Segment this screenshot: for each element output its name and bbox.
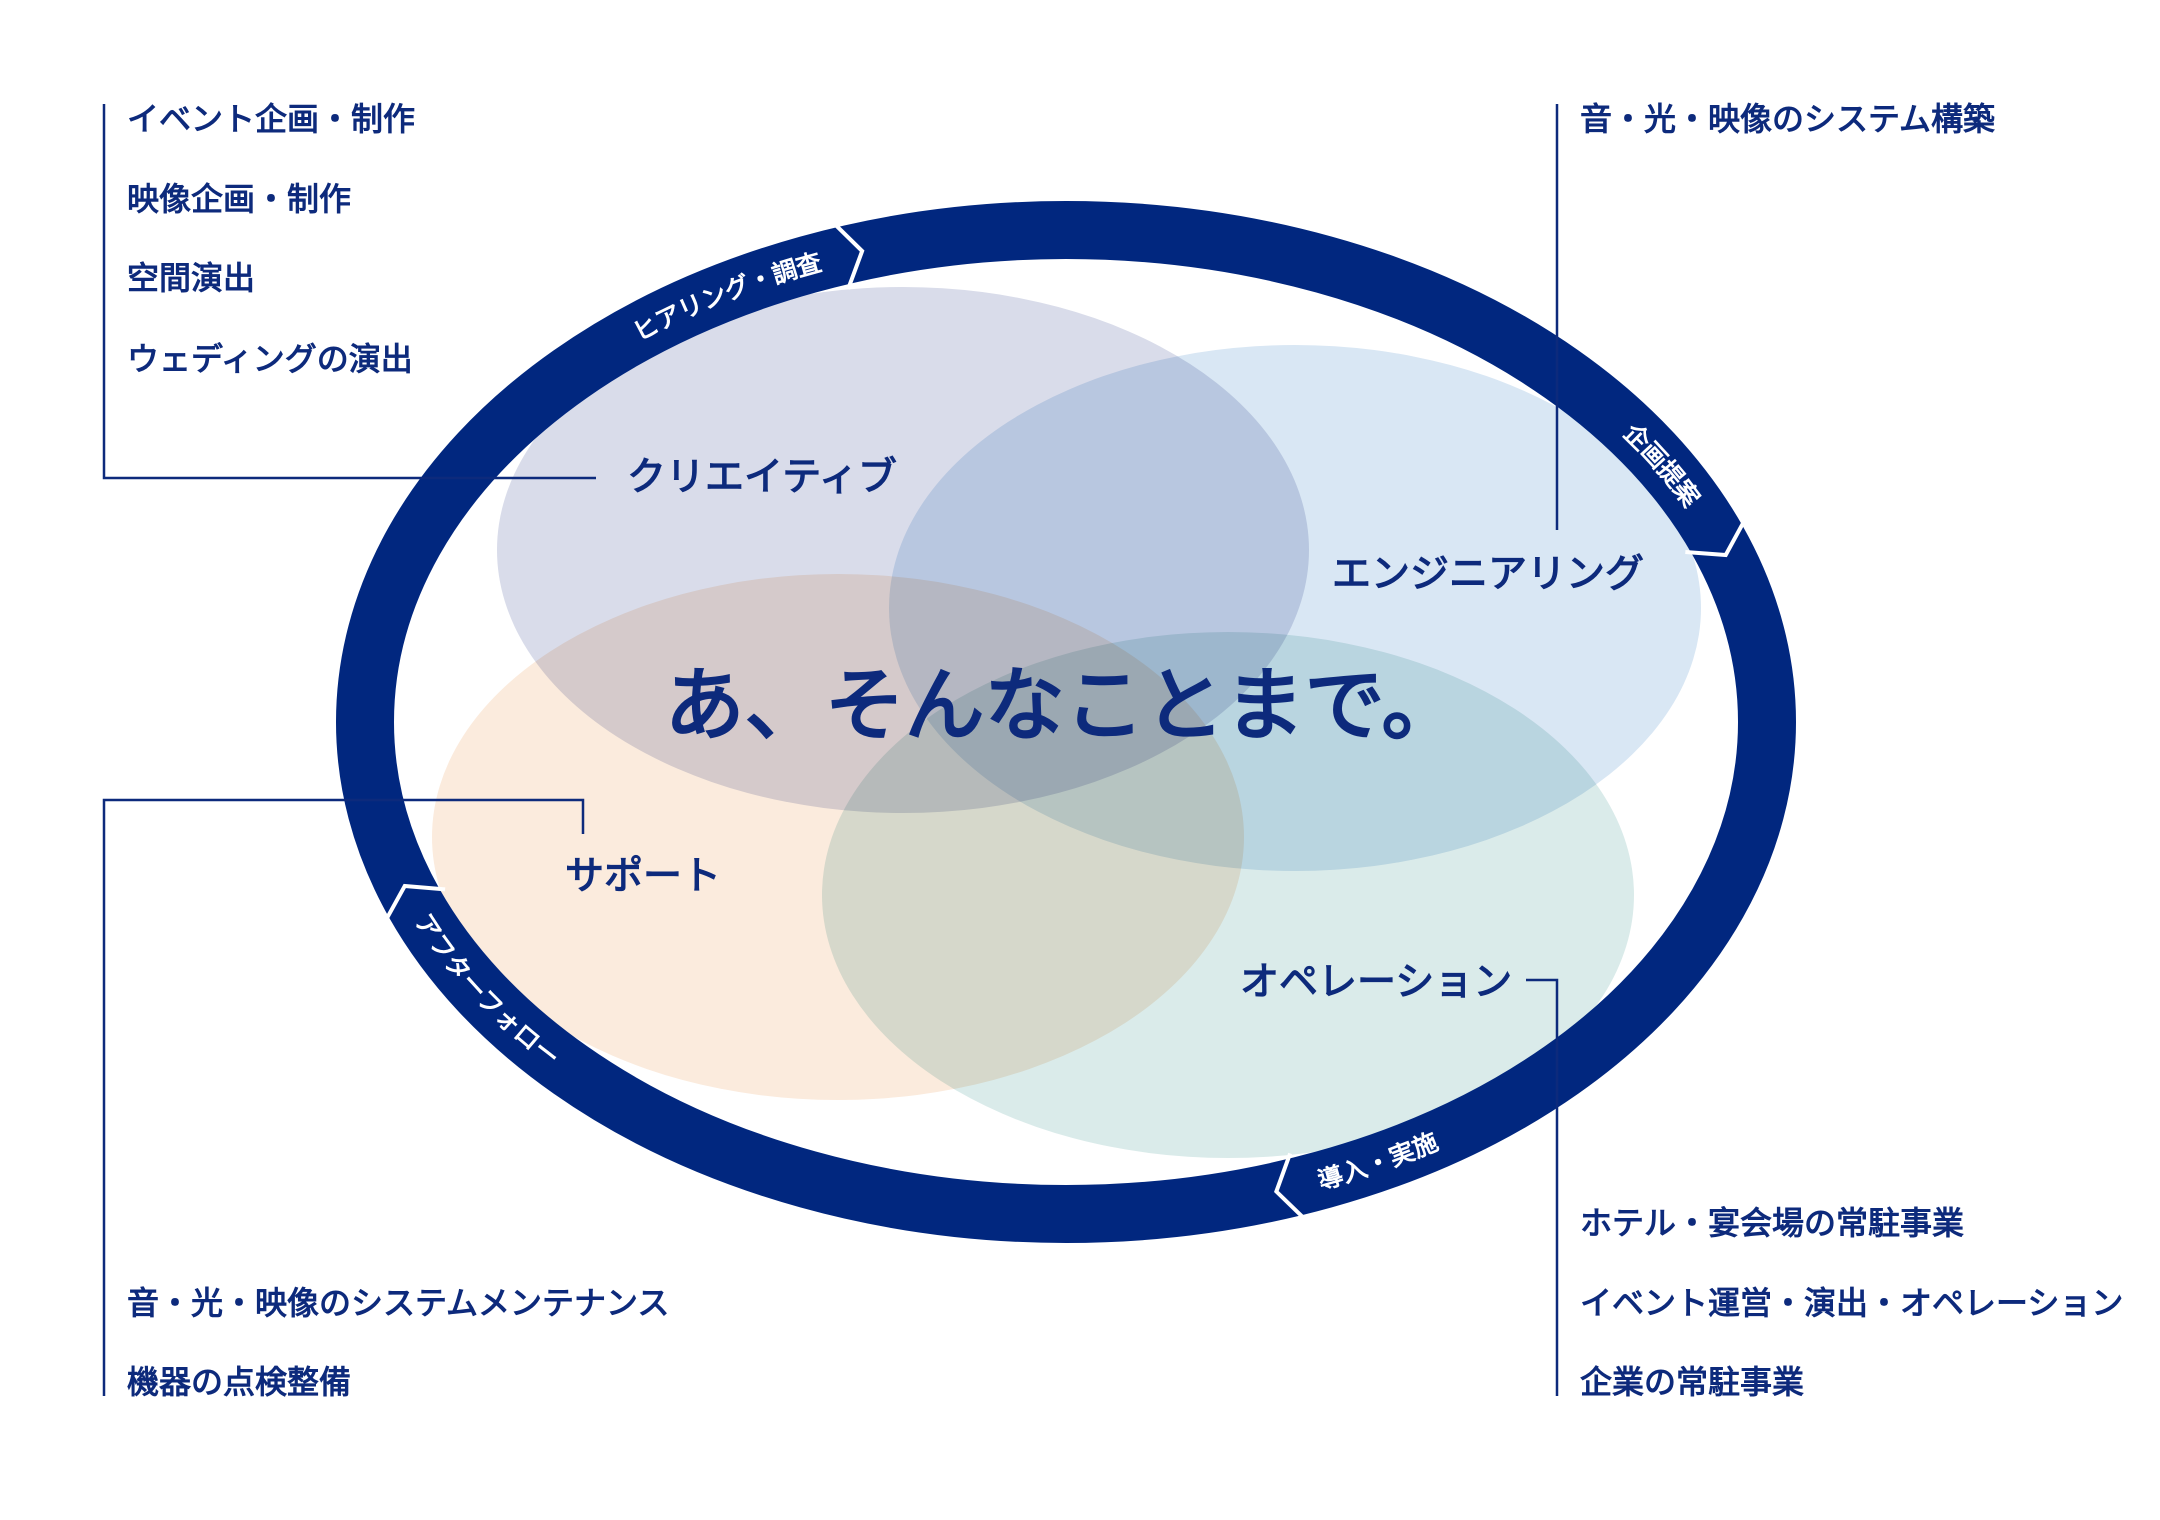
operation-area — [822, 632, 1634, 1158]
list-item: ホテル・宴会場の常駐事業 — [1580, 1204, 1964, 1242]
list-item: 映像企画・制作 — [127, 180, 351, 218]
support-connector — [102, 798, 585, 1396]
operation-connector — [1526, 978, 1559, 1396]
chevron-arrow-icon — [831, 221, 865, 290]
support-service-list: 音・光・映像のシステムメンテナンス 機器の点検整備 — [127, 1284, 669, 1401]
cycle-arrows — [383, 221, 1747, 1222]
creative-service-list: イベント企画・制作 映像企画・制作 空間演出 ウェディングの演出 — [127, 100, 415, 378]
support-label: サポート — [565, 854, 721, 899]
venn-group — [432, 287, 1701, 1158]
center-slogan: あ、そんなことまで。 — [665, 659, 1462, 752]
list-item: 空間演出 — [127, 259, 255, 297]
list-item: ウェディングの演出 — [127, 340, 413, 378]
creative-connector — [102, 104, 596, 480]
list-item: 企業の常駐事業 — [1580, 1363, 1804, 1401]
chevron-arrow-icon — [1685, 518, 1747, 558]
list-item: 機器の点検整備 — [127, 1363, 351, 1401]
operation-label: オペレーション — [1240, 960, 1512, 1005]
operation-service-list: ホテル・宴会場の常駐事業 イベント運営・演出・オペレーション 企業の常駐事業 — [1580, 1204, 2123, 1401]
list-item: 音・光・映像のシステムメンテナンス — [127, 1284, 669, 1322]
list-item: イベント運営・演出・オペレーション — [1580, 1284, 2123, 1322]
list-item: 音・光・映像のシステム構築 — [1580, 100, 1996, 138]
engineering-service-list: 音・光・映像のシステム構築 — [1580, 100, 1996, 138]
cycle-ring — [336, 201, 1796, 1243]
creative-label: クリエイティブ — [627, 455, 897, 500]
list-item: イベント企画・制作 — [127, 100, 415, 138]
engineering-label: エンジニアリング — [1332, 552, 1644, 597]
chevron-arrow-icon — [383, 883, 446, 923]
chevron-arrow-icon — [1274, 1152, 1307, 1222]
